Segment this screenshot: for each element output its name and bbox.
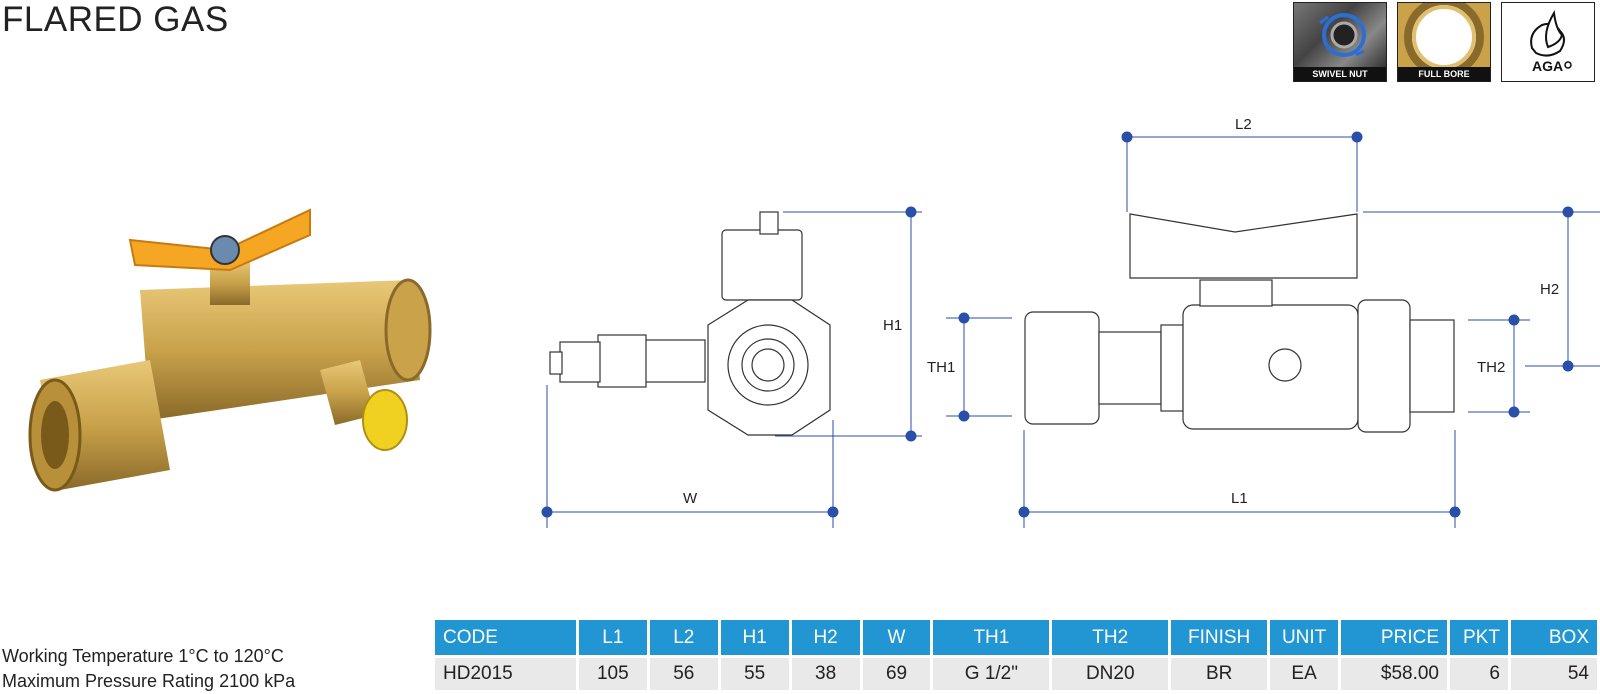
spec-table: CODE L1 L2 H1 H2 W TH1 TH2 FINISH UNIT P… (432, 620, 1600, 690)
col-price: PRICE (1341, 620, 1447, 658)
cell-pkt: 6 (1450, 658, 1508, 690)
spec-notes: Working Temperature 1°C to 120°C Maximum… (2, 644, 295, 694)
aga-badge: AGA (1501, 2, 1595, 82)
cell-h1: 55 (720, 658, 789, 690)
col-th1: TH1 (933, 620, 1050, 658)
aga-label: AGA (1532, 58, 1564, 74)
dim-w-label: W (683, 490, 698, 507)
col-box: BOX (1510, 620, 1597, 658)
col-h1: H1 (720, 620, 789, 658)
page-title: FLARED GAS (2, 0, 229, 39)
product-photo (28, 208, 432, 492)
swivel-nut-label: SWIVEL NUT (1294, 67, 1386, 81)
aga-icon (1530, 10, 1572, 69)
spec-table-header: CODE L1 L2 H1 H2 W TH1 TH2 FINISH UNIT P… (435, 620, 1597, 658)
swivel-nut-badge: SWIVEL NUT (1293, 2, 1387, 82)
dim-th1-label: TH1 (927, 359, 955, 376)
full-bore-badge: FULL BORE (1397, 2, 1491, 82)
swivel-nut-icon (1294, 3, 1386, 67)
working-temperature: Working Temperature 1°C to 120°C (2, 646, 284, 666)
cell-th2: DN20 (1052, 658, 1169, 690)
front-view (1024, 213, 1455, 433)
full-bore-label: FULL BORE (1398, 67, 1490, 81)
max-pressure: Maximum Pressure Rating 2100 kPa (2, 671, 296, 691)
cell-l2: 56 (649, 658, 718, 690)
col-w: W (862, 620, 931, 658)
cell-w: 69 (862, 658, 931, 690)
table-row: HD2015 105 56 55 38 69 G 1/2" DN20 BR EA… (435, 658, 1597, 690)
dim-l2-label: L2 (1235, 116, 1252, 133)
col-unit: UNIT (1270, 620, 1339, 658)
side-view (549, 211, 831, 436)
cell-l1: 105 (578, 658, 647, 690)
cell-code: HD2015 (435, 658, 576, 690)
dim-l1-label: L1 (1231, 490, 1248, 507)
full-bore-icon (1398, 3, 1490, 77)
col-h2: H2 (791, 620, 860, 658)
col-l2: L2 (649, 620, 718, 658)
cell-price: $58.00 (1341, 658, 1447, 690)
feature-badges: SWIVEL NUT FULL BORE AGA (1293, 2, 1595, 82)
cell-h2: 38 (791, 658, 860, 690)
cell-unit: EA (1270, 658, 1339, 690)
col-l1: L1 (578, 620, 647, 658)
dim-h2-label: H2 (1540, 281, 1559, 298)
col-finish: FINISH (1171, 620, 1268, 658)
dimension-lines (541, 131, 1600, 528)
col-code: CODE (435, 620, 576, 658)
cell-finish: BR (1171, 658, 1268, 690)
cell-box: 54 (1510, 658, 1597, 690)
dim-h1-label: H1 (883, 317, 902, 334)
col-pkt: PKT (1450, 620, 1508, 658)
col-th2: TH2 (1052, 620, 1169, 658)
dim-th2-label: TH2 (1477, 359, 1505, 376)
cell-th1: G 1/2" (933, 658, 1050, 690)
